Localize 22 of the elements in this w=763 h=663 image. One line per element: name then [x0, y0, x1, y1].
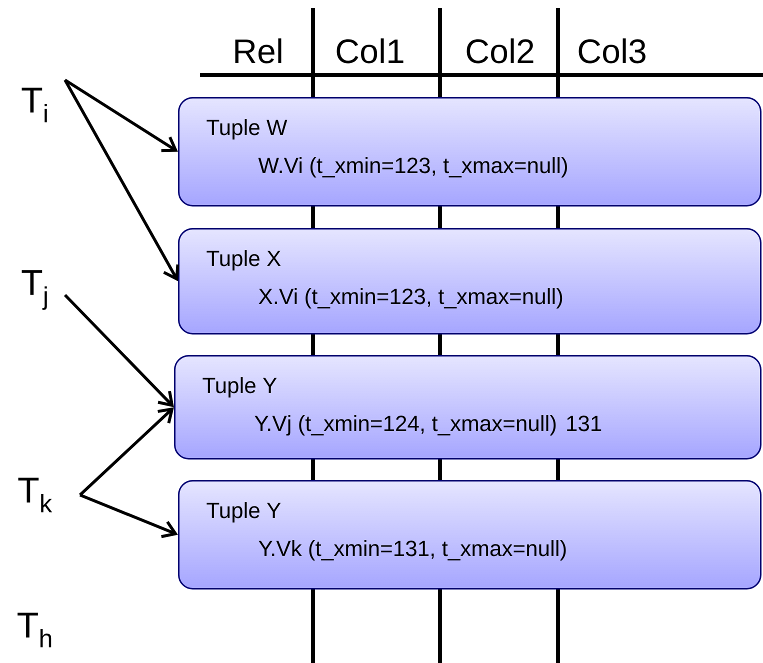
column-header: Col3 — [578, 38, 646, 64]
column-header: Col1 — [336, 38, 404, 64]
tuple-title: Tuple X — [206, 250, 281, 271]
tuple-title: Tuple W — [206, 119, 288, 140]
tuple-title: Tuple Y — [202, 377, 277, 398]
arrow — [64, 78, 178, 152]
version-text: Y.Vj (t_xmin=124, t_xmax=null) — [254, 415, 556, 436]
transaction-label: T$_{h}$ — [18, 612, 52, 648]
transaction-label: T$_{i}$ — [22, 88, 47, 122]
arrow — [78, 407, 174, 496]
arrow — [79, 494, 178, 538]
transaction-label: T$_{k}$ — [18, 478, 52, 512]
column-header: Rel — [235, 38, 282, 64]
version-text: Y.Vk (t_xmin=131, t_xmax=null) — [258, 540, 566, 561]
tuple-title: Tuple Y — [206, 502, 281, 523]
version-text: X.Vi (t_xmin=123, t_xmax=null) — [258, 288, 562, 309]
arrow — [64, 294, 174, 408]
transaction-label: T$_{j}$ — [22, 270, 47, 310]
arrow — [64, 79, 180, 282]
column-header: Col2 — [466, 38, 534, 64]
overwritten-value: 131 — [567, 416, 602, 432]
version-text: W.Vi (t_xmin=123, t_xmax=null) — [258, 157, 567, 178]
